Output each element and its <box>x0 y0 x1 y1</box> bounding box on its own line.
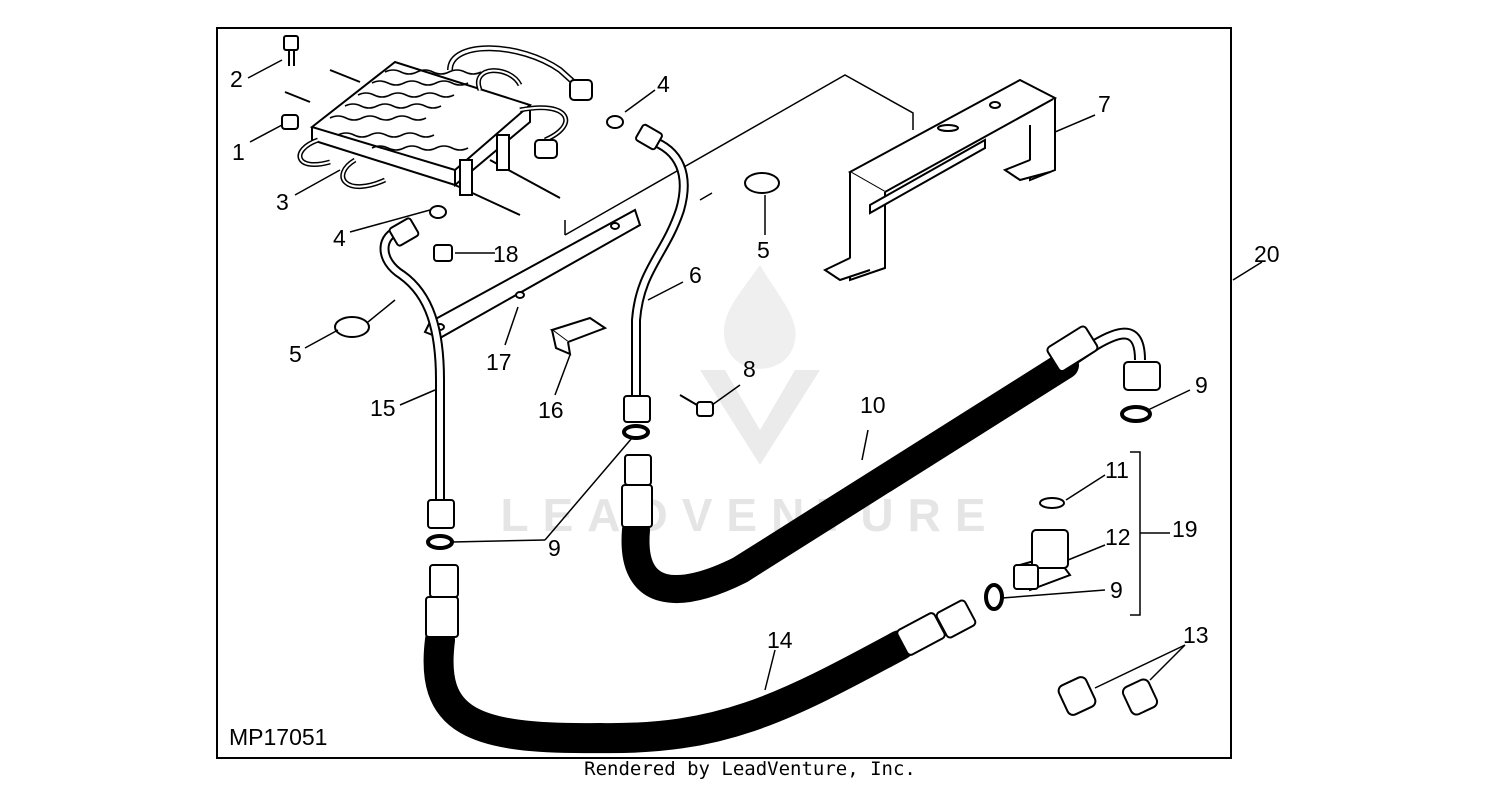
callout-7: 7 <box>1098 91 1111 117</box>
callout-16: 16 <box>538 397 564 423</box>
footer-credit: Rendered by LeadVenture, Inc. <box>584 758 916 780</box>
callout-13: 13 <box>1183 622 1209 648</box>
watermark-flame-icon <box>723 265 796 369</box>
callout-9-b: 9 <box>548 535 561 561</box>
small-parts <box>281 35 1159 716</box>
hose-10 <box>621 325 1161 603</box>
callout-leaders <box>247 59 1263 691</box>
callout-19: 19 <box>1172 516 1198 542</box>
callout-14: 14 <box>767 627 793 653</box>
callout-4-a: 4 <box>657 71 670 97</box>
callout-17: 17 <box>486 349 512 375</box>
callout-2: 2 <box>230 66 243 92</box>
callout-11: 11 <box>1105 457 1129 483</box>
callout-6: 6 <box>689 262 702 288</box>
assembly-leader <box>564 74 914 236</box>
callout-3: 3 <box>276 189 289 215</box>
bracket-17 <box>423 208 642 340</box>
watermark-logo-icon <box>700 370 820 465</box>
callout-12: 12 <box>1105 524 1131 550</box>
callout-5-b: 5 <box>289 341 302 367</box>
callout-18: 18 <box>493 241 519 267</box>
diagram-frame <box>216 27 1232 759</box>
callout-numbers: 1 2 3 4 4 5 5 6 7 8 9 9 9 9 10 11 12 13 … <box>230 66 1280 653</box>
tube-15 <box>379 217 455 529</box>
watermark-text: LEADVENTURE <box>500 489 999 541</box>
watermark: LEADVENTURE <box>500 265 999 541</box>
callout-9-a: 9 <box>1195 372 1208 398</box>
oil-cooler <box>284 45 593 216</box>
drawing-id: MP17051 <box>229 724 327 750</box>
callout-5-a: 5 <box>757 237 770 263</box>
bracket-7 <box>822 78 1058 282</box>
callout-15: 15 <box>370 395 396 421</box>
callout-1: 1 <box>232 139 245 165</box>
callout-4-b: 4 <box>333 225 346 251</box>
callout-8: 8 <box>743 356 756 382</box>
callout-10: 10 <box>860 392 886 418</box>
tube-6 <box>623 123 689 423</box>
elbow-fitting-12 <box>1013 529 1072 592</box>
hose-14 <box>423 564 977 754</box>
callout-20: 20 <box>1254 241 1280 267</box>
callout-9-c: 9 <box>1110 577 1123 603</box>
